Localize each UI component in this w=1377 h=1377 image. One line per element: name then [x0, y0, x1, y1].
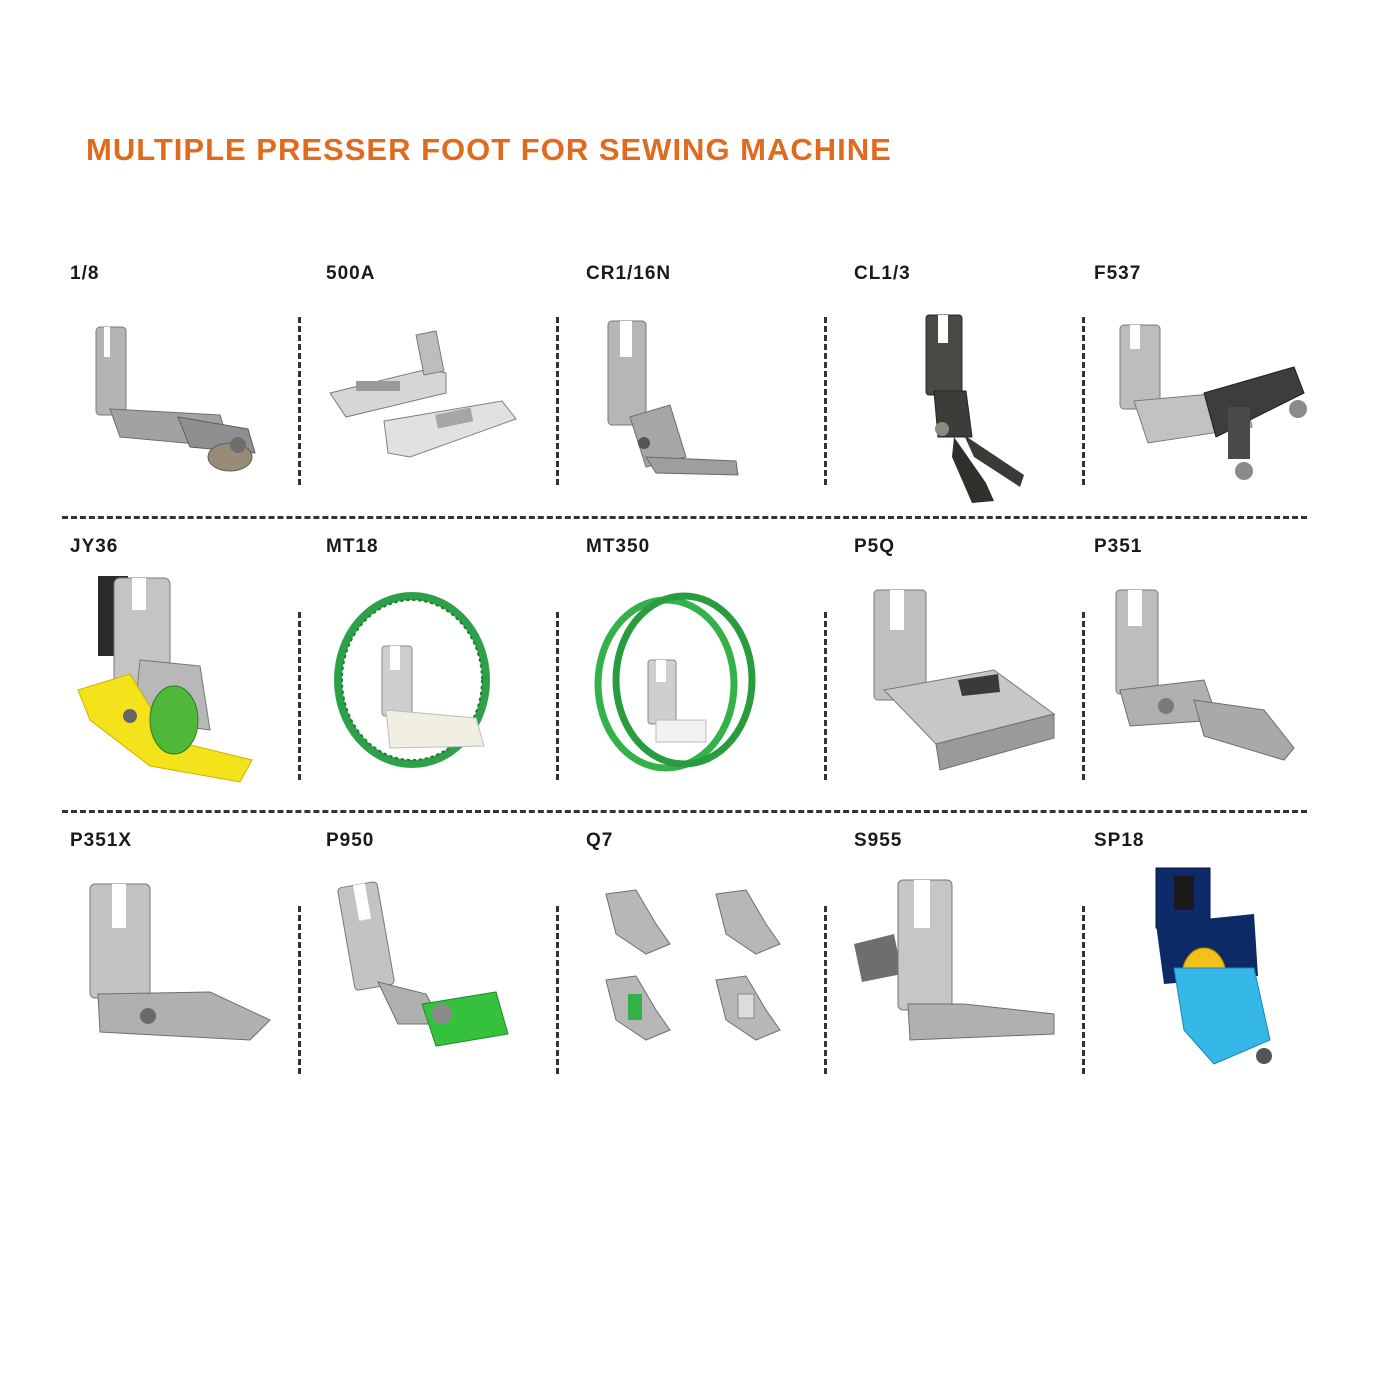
product-label: P351 [1094, 536, 1143, 557]
product-cell-p950: P950 [326, 830, 566, 1100]
four-piece-foot-set-icon [586, 864, 826, 1094]
product-label: 500A [326, 263, 376, 284]
column-divider [1082, 612, 1085, 780]
product-label: CR1/16N [586, 263, 672, 284]
product-label: S955 [854, 830, 903, 851]
product-label: F537 [1094, 263, 1142, 284]
right-compensating-foot-icon [586, 297, 826, 527]
product-cell-mt18: MT18 [326, 536, 566, 806]
product-label: Q7 [586, 830, 614, 851]
page-title: MULTIPLE PRESSER FOOT FOR SEWING MACHINE [86, 132, 892, 167]
column-divider [298, 612, 301, 780]
green-belt-foot-icon [326, 570, 566, 800]
product-label: P5Q [854, 536, 896, 557]
product-label: MT18 [326, 536, 379, 557]
column-divider [556, 317, 559, 485]
wide-guide-foot-icon [854, 570, 1094, 800]
product-cell-p351: P351 [1094, 536, 1334, 806]
double-green-belt-foot-icon [586, 570, 826, 800]
zigzag-foot-pair-icon [326, 297, 566, 527]
product-label: MT350 [586, 536, 651, 557]
row-divider [62, 516, 1307, 519]
hemmer-foot-icon [70, 297, 310, 527]
column-divider [298, 906, 301, 1074]
product-cell-1-8: 1/8 [70, 263, 310, 533]
adjustable-guide-foot-icon [1094, 297, 1334, 527]
column-divider [1082, 317, 1085, 485]
column-divider [556, 612, 559, 780]
dark-compensating-foot-icon [854, 297, 1094, 527]
green-teflon-foot-icon [326, 864, 566, 1094]
product-cell-jy36: JY36 [70, 536, 310, 806]
product-cell-p351x: P351X [70, 830, 310, 1100]
column-divider [1082, 906, 1085, 1074]
narrow-hem-foot-icon [70, 864, 310, 1094]
product-cell-p5q: P5Q [854, 536, 1094, 806]
product-cell-500a: 500A [326, 263, 566, 533]
product-cell-s955: S955 [854, 830, 1094, 1100]
row-divider [62, 810, 1307, 813]
product-cell-f537: F537 [1094, 263, 1334, 533]
product-label: JY36 [70, 536, 119, 557]
product-cell-q7: Q7 [586, 830, 826, 1100]
product-cell-sp18: SP18 [1094, 830, 1334, 1100]
column-divider [824, 317, 827, 485]
product-label: SP18 [1094, 830, 1145, 851]
product-cell-mt350: MT350 [586, 536, 826, 806]
product-label: P351X [70, 830, 133, 851]
spring-foot-icon [854, 864, 1094, 1094]
blue-roller-foot-icon [1094, 864, 1334, 1094]
product-label: CL1/3 [854, 263, 911, 284]
column-divider [824, 612, 827, 780]
column-divider [824, 906, 827, 1074]
product-cell-cr1-16n: CR1/16N [586, 263, 826, 533]
product-label: 1/8 [70, 263, 100, 284]
column-divider [556, 906, 559, 1074]
rolled-hem-foot-icon [1094, 570, 1334, 800]
column-divider [298, 317, 301, 485]
yellow-roller-foot-icon [70, 570, 310, 800]
product-cell-cl1-3: CL1/3 [854, 263, 1094, 533]
product-label: P950 [326, 830, 375, 851]
